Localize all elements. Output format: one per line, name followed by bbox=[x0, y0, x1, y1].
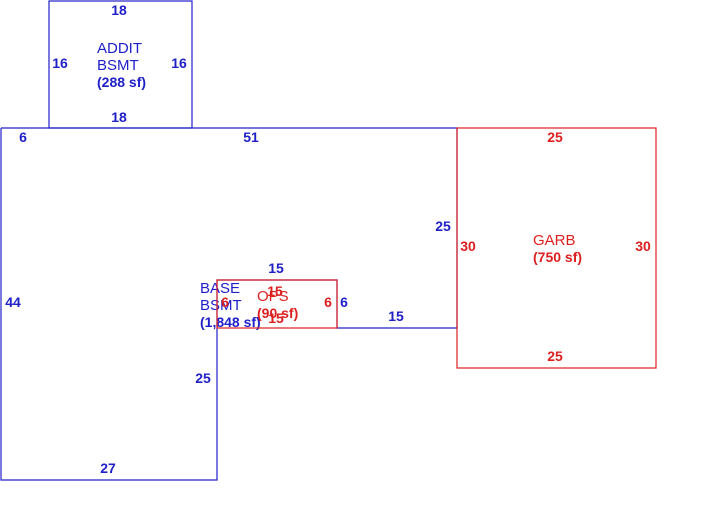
base-dim-step-right: 15 bbox=[388, 308, 404, 324]
garb-dim-right: 30 bbox=[635, 238, 651, 254]
base-dim-bottom: 27 bbox=[100, 460, 116, 476]
addit-name-line2: BSMT bbox=[97, 57, 139, 74]
base-area: (1,848 sf) bbox=[200, 314, 261, 330]
base-dim-top: 51 bbox=[243, 129, 259, 145]
ops-outline bbox=[216, 279, 338, 329]
base-dim-right-upper: 25 bbox=[435, 218, 451, 234]
addit-dim-top: 18 bbox=[111, 2, 127, 18]
base-name-line1: BASE bbox=[200, 280, 240, 297]
addit-dim-right: 16 bbox=[171, 55, 187, 71]
base-dim-top-left: 6 bbox=[19, 129, 27, 145]
ops-dim-left: 6 bbox=[221, 294, 229, 310]
ops-name: OPS bbox=[257, 288, 289, 305]
addit-name-line1: ADDIT bbox=[97, 40, 142, 57]
base-dim-notch-right: 6 bbox=[340, 294, 348, 310]
garb-dim-top: 25 bbox=[547, 129, 563, 145]
addit-dim-left: 16 bbox=[52, 55, 68, 71]
base-dim-notch-top: 15 bbox=[268, 260, 284, 276]
addit-dim-bottom: 18 bbox=[111, 109, 127, 125]
ops-dim-right: 6 bbox=[324, 294, 332, 310]
garb-name: GARB bbox=[533, 232, 576, 249]
garb-area: (750 sf) bbox=[533, 249, 582, 265]
base-dim-lower-right: 25 bbox=[195, 370, 211, 386]
ops-area: (90 sf) bbox=[257, 305, 298, 321]
ops-dim-top: 15 bbox=[267, 283, 283, 299]
garb-dim-bottom: 25 bbox=[547, 348, 563, 364]
addit-area: (288 sf) bbox=[97, 74, 146, 90]
base-dim-left: 44 bbox=[5, 294, 21, 310]
ops-dim-bottom: 15 bbox=[268, 310, 284, 326]
garb-dim-left: 30 bbox=[460, 238, 476, 254]
garb-outline bbox=[456, 127, 657, 369]
base-name-line2: BSMT bbox=[200, 297, 242, 314]
